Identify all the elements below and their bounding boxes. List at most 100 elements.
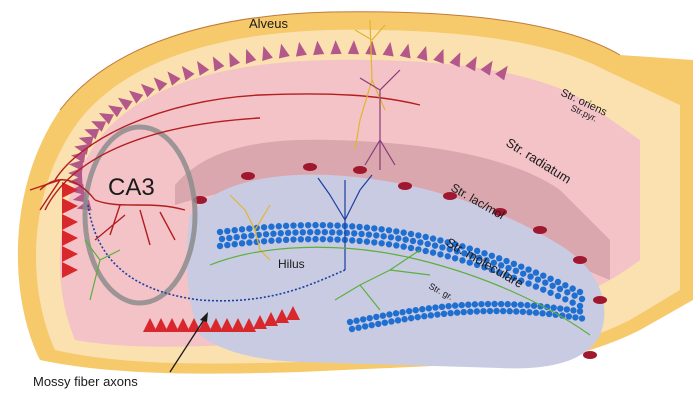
granule-cell [388, 318, 394, 324]
label-ca3: CA3 [108, 174, 155, 201]
granule-cell [562, 296, 568, 302]
granule-cell [485, 301, 491, 307]
granule-cell [555, 279, 561, 285]
granule-cell [305, 222, 311, 228]
granule-cell [437, 251, 443, 257]
granule-cell [419, 306, 425, 312]
granule-cell [231, 241, 237, 247]
granule-cell [507, 308, 513, 314]
boundary-nucleus [353, 166, 367, 174]
granule-cell [441, 311, 447, 317]
granule-cell [569, 299, 575, 305]
granule-cell [285, 230, 291, 236]
granule-cell [445, 253, 451, 259]
granule-cell [334, 236, 340, 242]
granule-cell [320, 222, 326, 228]
granule-cell [425, 241, 431, 247]
granule-cell [395, 317, 401, 323]
granule-cell [505, 301, 511, 307]
granule-cell [378, 226, 384, 232]
granule-cell [314, 229, 320, 235]
granule-cell [388, 234, 394, 240]
granule-cell [432, 242, 438, 248]
granule-cell [276, 237, 282, 243]
label-hilus: Hilus [278, 257, 305, 271]
granule-cell [307, 229, 313, 235]
granule-cell [334, 222, 340, 228]
granule-cell [393, 228, 399, 234]
granule-cell [525, 280, 531, 286]
granule-cell [378, 240, 384, 246]
granule-cell [551, 305, 557, 311]
granule-cell [535, 276, 541, 282]
granule-cell [415, 314, 421, 320]
granule-cell [349, 223, 355, 229]
granule-cell [278, 230, 284, 236]
granule-cell [555, 293, 561, 299]
granule-cell [454, 309, 460, 315]
granule-cell [402, 236, 408, 242]
granule-cell [320, 236, 326, 242]
granule-cell [562, 282, 568, 288]
granule-cell [399, 309, 405, 315]
granule-cell [375, 321, 381, 327]
granule-cell [283, 237, 289, 243]
granule-cell [487, 308, 493, 314]
granule-cell [349, 326, 355, 332]
granule-cell [305, 236, 311, 242]
granule-cell [386, 241, 392, 247]
granule-cell [393, 310, 399, 316]
granule-cell [246, 239, 252, 245]
granule-cell [292, 229, 298, 235]
granule-cell [518, 302, 524, 308]
granule-cell [336, 229, 342, 235]
granule-cell [400, 229, 406, 235]
granule-cell [349, 237, 355, 243]
granule-cell [430, 235, 436, 241]
granule-cell [261, 238, 267, 244]
boundary-nucleus [593, 296, 607, 304]
granule-cell [478, 301, 484, 307]
granule-cell [540, 286, 546, 292]
granule-cell [480, 308, 486, 314]
granule-cell [395, 235, 401, 241]
granule-cell [268, 224, 274, 230]
granule-cell [290, 222, 296, 228]
granule-cell [566, 313, 572, 319]
granule-cell [270, 231, 276, 237]
granule-cell [577, 308, 583, 314]
granule-cell [557, 286, 563, 292]
granule-cell [408, 245, 414, 251]
label-alveus: Alveus [249, 16, 289, 31]
granule-cell [467, 308, 473, 314]
granule-cell [355, 325, 361, 331]
granule-cell [268, 238, 274, 244]
granule-cell [406, 308, 412, 314]
granule-cell [579, 296, 585, 302]
granule-cell [369, 322, 375, 328]
granule-cell [564, 306, 570, 312]
granule-cell [511, 301, 517, 307]
granule-cell [408, 315, 414, 321]
granule-cell [540, 272, 546, 278]
granule-cell [364, 238, 370, 244]
granule-cell [452, 302, 458, 308]
granule-cell [547, 276, 553, 282]
granule-cell [439, 304, 445, 310]
granule-cell [219, 236, 225, 242]
granule-cell [382, 319, 388, 325]
granule-cell [353, 318, 359, 324]
granule-cell [549, 283, 555, 289]
granule-cell [276, 223, 282, 229]
granule-cell [224, 228, 230, 234]
granule-cell [428, 312, 434, 318]
granule-cell [322, 229, 328, 235]
granule-cell [423, 248, 429, 254]
granule-cell [356, 238, 362, 244]
granule-cell [546, 311, 552, 317]
granule-cell [386, 311, 392, 317]
granule-cell [356, 224, 362, 230]
granule-cell [513, 308, 519, 314]
granule-cell [217, 229, 223, 235]
